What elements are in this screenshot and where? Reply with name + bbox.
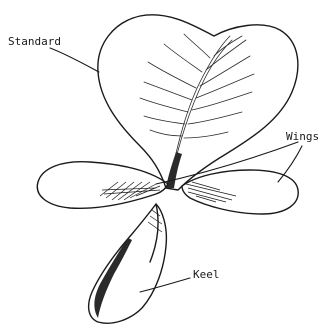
keel-leader bbox=[140, 278, 190, 292]
standard-leader bbox=[50, 48, 99, 72]
label-standard: Standard bbox=[8, 35, 61, 48]
left-wing-petal bbox=[37, 162, 168, 209]
standard-petal bbox=[98, 15, 298, 190]
right-wing-petal bbox=[182, 170, 298, 214]
keel-petal bbox=[89, 204, 167, 323]
label-keel: Keel bbox=[193, 268, 220, 281]
label-wings: Wings bbox=[286, 130, 319, 143]
wings-leader-right bbox=[278, 146, 302, 182]
